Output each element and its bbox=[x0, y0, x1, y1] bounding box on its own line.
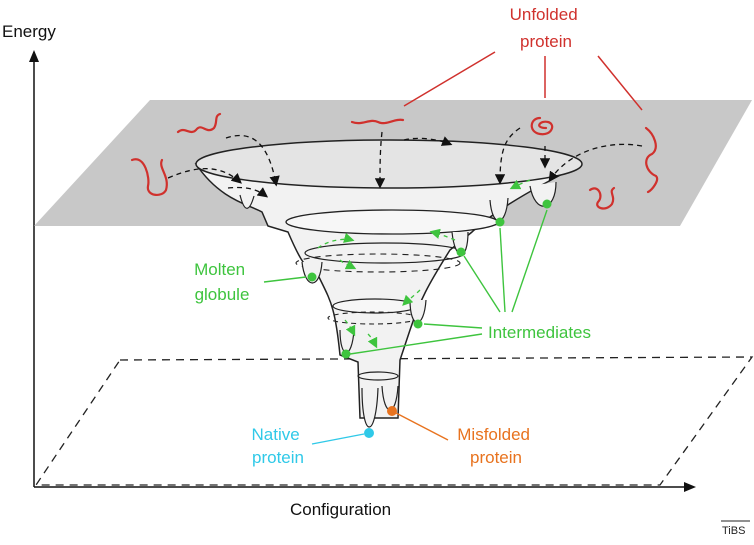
intermediate-dot bbox=[542, 199, 552, 209]
intermediate-leaders bbox=[263, 209, 548, 355]
native-protein-label: Native protein bbox=[252, 425, 305, 467]
unfolded-chain bbox=[588, 186, 616, 210]
unfolded-leaders bbox=[403, 51, 643, 111]
unfolded-chain bbox=[644, 126, 659, 194]
funnel-rim bbox=[195, 139, 583, 189]
intermediate-states bbox=[307, 199, 552, 359]
unfolded-chain bbox=[176, 112, 222, 134]
y-axis-label: Energy bbox=[2, 22, 56, 41]
intermediate-dot bbox=[341, 349, 351, 359]
intermediates-label: Intermediates bbox=[488, 323, 591, 342]
intermediate-dot bbox=[307, 272, 317, 282]
native-protein-dot bbox=[364, 428, 374, 438]
native-state-plane bbox=[34, 356, 754, 486]
molten-globule-label: Molten globule bbox=[194, 260, 250, 304]
unfolded-chain bbox=[130, 158, 168, 196]
misfolded-protein-label: Misfolded protein bbox=[457, 425, 535, 467]
misfolded-leader bbox=[395, 412, 449, 441]
intermediate-dot bbox=[413, 319, 423, 329]
intermediate-dot bbox=[456, 247, 466, 257]
source-credit: TiBS bbox=[722, 525, 745, 537]
intermediate-dot bbox=[495, 217, 505, 227]
folding-paths bbox=[167, 127, 643, 198]
axes: Energy Configuration bbox=[2, 22, 696, 519]
energy-funnel bbox=[194, 139, 583, 428]
intermediate-paths bbox=[317, 179, 531, 349]
unfolded-chain bbox=[350, 118, 405, 125]
misfolded-protein-dot bbox=[387, 406, 397, 416]
unfolded-protein-label: Unfolded protein bbox=[510, 5, 583, 51]
unfolded-chain bbox=[530, 116, 554, 136]
native-leader bbox=[311, 433, 365, 445]
unfolded-protein-chains bbox=[130, 112, 659, 210]
x-axis-label: Configuration bbox=[290, 500, 391, 519]
